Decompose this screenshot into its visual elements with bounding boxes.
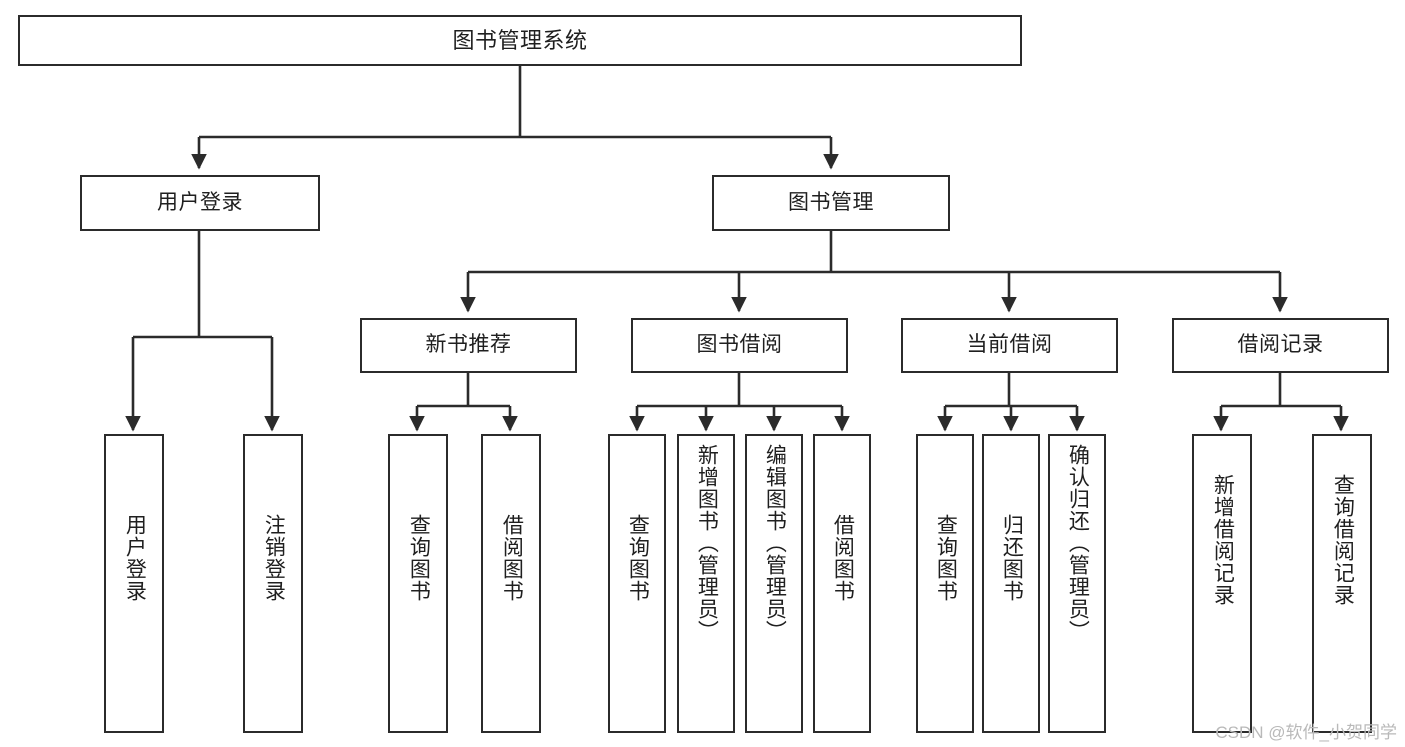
node-new-book-recommend-label: 新书推荐 (425, 333, 512, 357)
node-leaf-query-book-2[interactable]: 查询图书 (608, 434, 666, 733)
node-leaf-add-borrow-record-label: 新增借阅记录 (1211, 474, 1235, 606)
node-leaf-borrow-book-2-label: 借阅图书 (831, 514, 855, 602)
node-book-manage-label: 图书管理 (788, 190, 874, 214)
node-leaf-add-book-label: 新增图书（管理员） (695, 444, 719, 642)
node-root-label: 图书管理系统 (452, 27, 588, 53)
node-leaf-confirm-return[interactable]: 确认归还（管理员） (1048, 434, 1106, 733)
node-user-login[interactable]: 用户登录 (80, 175, 320, 231)
node-leaf-logout-login-label: 注销登录 (262, 514, 286, 602)
node-user-login-label: 用户登录 (157, 190, 243, 214)
node-leaf-return-book-label: 归还图书 (1000, 514, 1024, 602)
node-borrow-record[interactable]: 借阅记录 (1172, 318, 1389, 373)
node-leaf-user-login[interactable]: 用户登录 (104, 434, 164, 733)
node-leaf-edit-book[interactable]: 编辑图书（管理员） (745, 434, 803, 733)
node-leaf-user-login-label: 用户登录 (123, 514, 147, 602)
node-leaf-borrow-book-1-label: 借阅图书 (500, 514, 524, 602)
node-leaf-query-book-1-label: 查询图书 (407, 514, 431, 602)
node-leaf-query-book-3[interactable]: 查询图书 (916, 434, 974, 733)
node-book-borrow-label: 图书借阅 (696, 333, 783, 357)
node-book-manage[interactable]: 图书管理 (712, 175, 950, 231)
node-leaf-query-borrow-record[interactable]: 查询借阅记录 (1312, 434, 1372, 733)
node-leaf-query-book-1[interactable]: 查询图书 (388, 434, 448, 733)
node-current-borrow-label: 当前借阅 (966, 333, 1053, 357)
node-book-borrow[interactable]: 图书借阅 (631, 318, 848, 373)
node-leaf-edit-book-label: 编辑图书（管理员） (763, 444, 787, 642)
node-leaf-query-book-3-label: 查询图书 (934, 514, 958, 602)
node-leaf-query-book-2-label: 查询图书 (626, 514, 650, 602)
node-leaf-add-borrow-record[interactable]: 新增借阅记录 (1192, 434, 1252, 733)
node-new-book-recommend[interactable]: 新书推荐 (360, 318, 577, 373)
node-leaf-add-book[interactable]: 新增图书（管理员） (677, 434, 735, 733)
node-leaf-logout-login[interactable]: 注销登录 (243, 434, 303, 733)
node-leaf-query-borrow-record-label: 查询借阅记录 (1331, 474, 1355, 606)
node-leaf-borrow-book-2[interactable]: 借阅图书 (813, 434, 871, 733)
node-borrow-record-label: 借阅记录 (1237, 333, 1324, 357)
node-root[interactable]: 图书管理系统 (18, 15, 1022, 66)
node-leaf-return-book[interactable]: 归还图书 (982, 434, 1040, 733)
node-current-borrow[interactable]: 当前借阅 (901, 318, 1118, 373)
node-leaf-confirm-return-label: 确认归还（管理员） (1066, 444, 1090, 642)
node-leaf-borrow-book-1[interactable]: 借阅图书 (481, 434, 541, 733)
watermark: CSDN @软件_小贺同学 (1215, 723, 1397, 742)
